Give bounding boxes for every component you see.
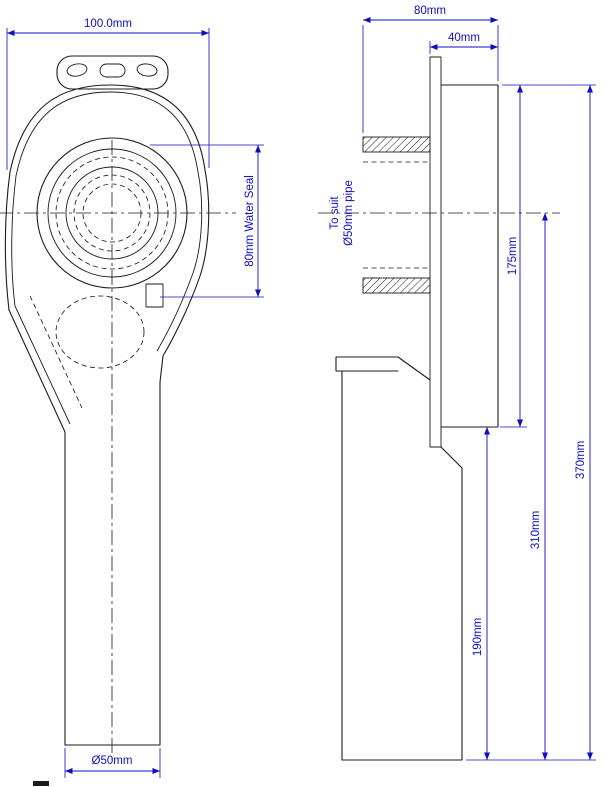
- inlet-rim-mid: [47, 148, 177, 278]
- body-inner-wall: [11, 91, 203, 425]
- dim-front-width-label: 100.0mm: [84, 18, 132, 30]
- front-centerlines: [0, 140, 236, 762]
- dim-water-seal: 80mm Water Seal: [150, 144, 264, 298]
- inlet-hidden-ring: [55, 156, 169, 270]
- inlet-spigot-bottom-wall: [362, 277, 431, 294]
- extension-lines: [150, 144, 264, 298]
- wall-plate: [429, 56, 442, 448]
- side-boss-detail: [145, 283, 164, 308]
- inlet-rim-outer: [36, 137, 188, 289]
- dim-body-depth: 40mm: [429, 32, 498, 54]
- dim-outlet-diameter: Ø50mm: [64, 748, 161, 778]
- tab-slot-right: [136, 63, 158, 77]
- dim-lower-height-label: 190mm: [472, 618, 484, 656]
- dim-overall-height: 370mm: [466, 85, 596, 761]
- dim-centre-height-label: 310mm: [530, 511, 542, 549]
- dim-outlet-diameter-label: Ø50mm: [92, 755, 133, 767]
- inlet-note: To suit Ø50mm pipe: [329, 180, 355, 246]
- hidden-chamber: [55, 295, 145, 369]
- inlet-spigot-hidden-bore: [363, 161, 430, 269]
- inlet-note-line1: To suit: [329, 196, 341, 230]
- dim-centre-height: 310mm: [530, 213, 549, 760]
- dim-overall-height-label: 370mm: [575, 441, 587, 479]
- dim-upper-height: 175mm: [500, 84, 596, 428]
- inlet-bore: [65, 166, 159, 260]
- hidden-wall-line: [29, 295, 83, 409]
- dip-tube-hidden-outer: [73, 174, 151, 252]
- dim-lower-height: 190mm: [472, 427, 491, 760]
- front-view: 100.0mm 80mm Water Seal Ø50mm: [0, 18, 264, 778]
- side-view: 80mm 40mm To suit Ø50mm pipe 175mm 190mm…: [318, 5, 596, 761]
- dim-body-depth-label: 40mm: [448, 32, 480, 44]
- dim-side-depth: 80mm: [362, 5, 499, 133]
- trap-body-side: [440, 84, 499, 428]
- inlet-spigot-top-wall: [362, 136, 431, 153]
- extension-lines: [362, 25, 499, 133]
- dim-water-seal-label: 80mm Water Seal: [244, 175, 256, 267]
- body-outline: [4, 84, 210, 746]
- dim-front-width: 100.0mm: [6, 18, 210, 170]
- dim-upper-height-label: 175mm: [507, 237, 519, 275]
- tab-slot-middle: [99, 63, 126, 78]
- page-artifact: [33, 781, 49, 786]
- dim-side-depth-label: 80mm: [414, 5, 446, 17]
- tab-slot-left: [66, 63, 88, 77]
- inlet-note-line2: Ø50mm pipe: [343, 180, 355, 246]
- mounting-tab: [56, 55, 169, 90]
- outlet-body-side: [335, 356, 463, 761]
- dip-tube-hidden-inner: [82, 183, 142, 243]
